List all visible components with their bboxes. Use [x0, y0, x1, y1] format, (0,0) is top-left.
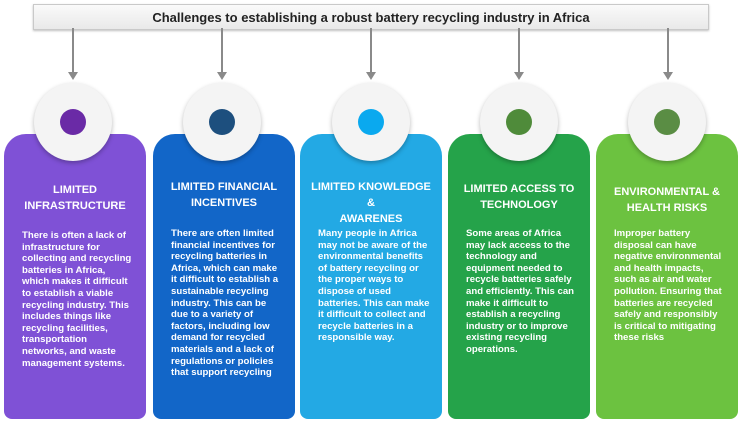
dot-icon	[60, 109, 86, 135]
node-circle-1	[34, 83, 112, 161]
connector-line-2	[221, 28, 223, 74]
arrow-down-icon	[663, 72, 673, 80]
dot-icon	[358, 109, 384, 135]
card-body-text: Many people in Africa may not be aware o…	[318, 228, 430, 344]
card-environmental-health-risks: ENVIRONMENTAL &HEALTH RISKS Improper bat…	[596, 134, 738, 419]
card-heading: LIMITED KNOWLEDGE &AWARENES	[311, 181, 431, 225]
arrow-down-icon	[217, 72, 227, 80]
arrow-down-icon	[514, 72, 524, 80]
card-body-text: There is often a lack of infrastructure …	[22, 230, 132, 369]
connector-line-4	[518, 28, 520, 74]
connector-line-3	[370, 28, 372, 74]
dot-icon	[654, 109, 680, 135]
title-bar: Challenges to establishing a robust batt…	[33, 4, 709, 30]
node-circle-5	[628, 83, 706, 161]
node-circle-4	[480, 83, 558, 161]
card-body-text: Improper battery disposal can have negat…	[614, 228, 722, 344]
card-body-text: Some areas of Africa may lack access to …	[466, 228, 575, 355]
card-limited-knowledge-awareness: LIMITED KNOWLEDGE &AWARENES Many people …	[300, 134, 442, 419]
node-circle-3	[332, 83, 410, 161]
card-heading: ENVIRONMENTAL &HEALTH RISKS	[614, 186, 720, 214]
arrow-down-icon	[366, 72, 376, 80]
arrow-down-icon	[68, 72, 78, 80]
node-circle-2	[183, 83, 261, 161]
diagram-title: Challenges to establishing a robust batt…	[152, 9, 590, 25]
connector-line-5	[667, 28, 669, 74]
connector-line-1	[72, 28, 74, 74]
dot-icon	[209, 109, 235, 135]
dot-icon	[506, 109, 532, 135]
card-body-text: There are often limited financial incent…	[171, 228, 279, 379]
